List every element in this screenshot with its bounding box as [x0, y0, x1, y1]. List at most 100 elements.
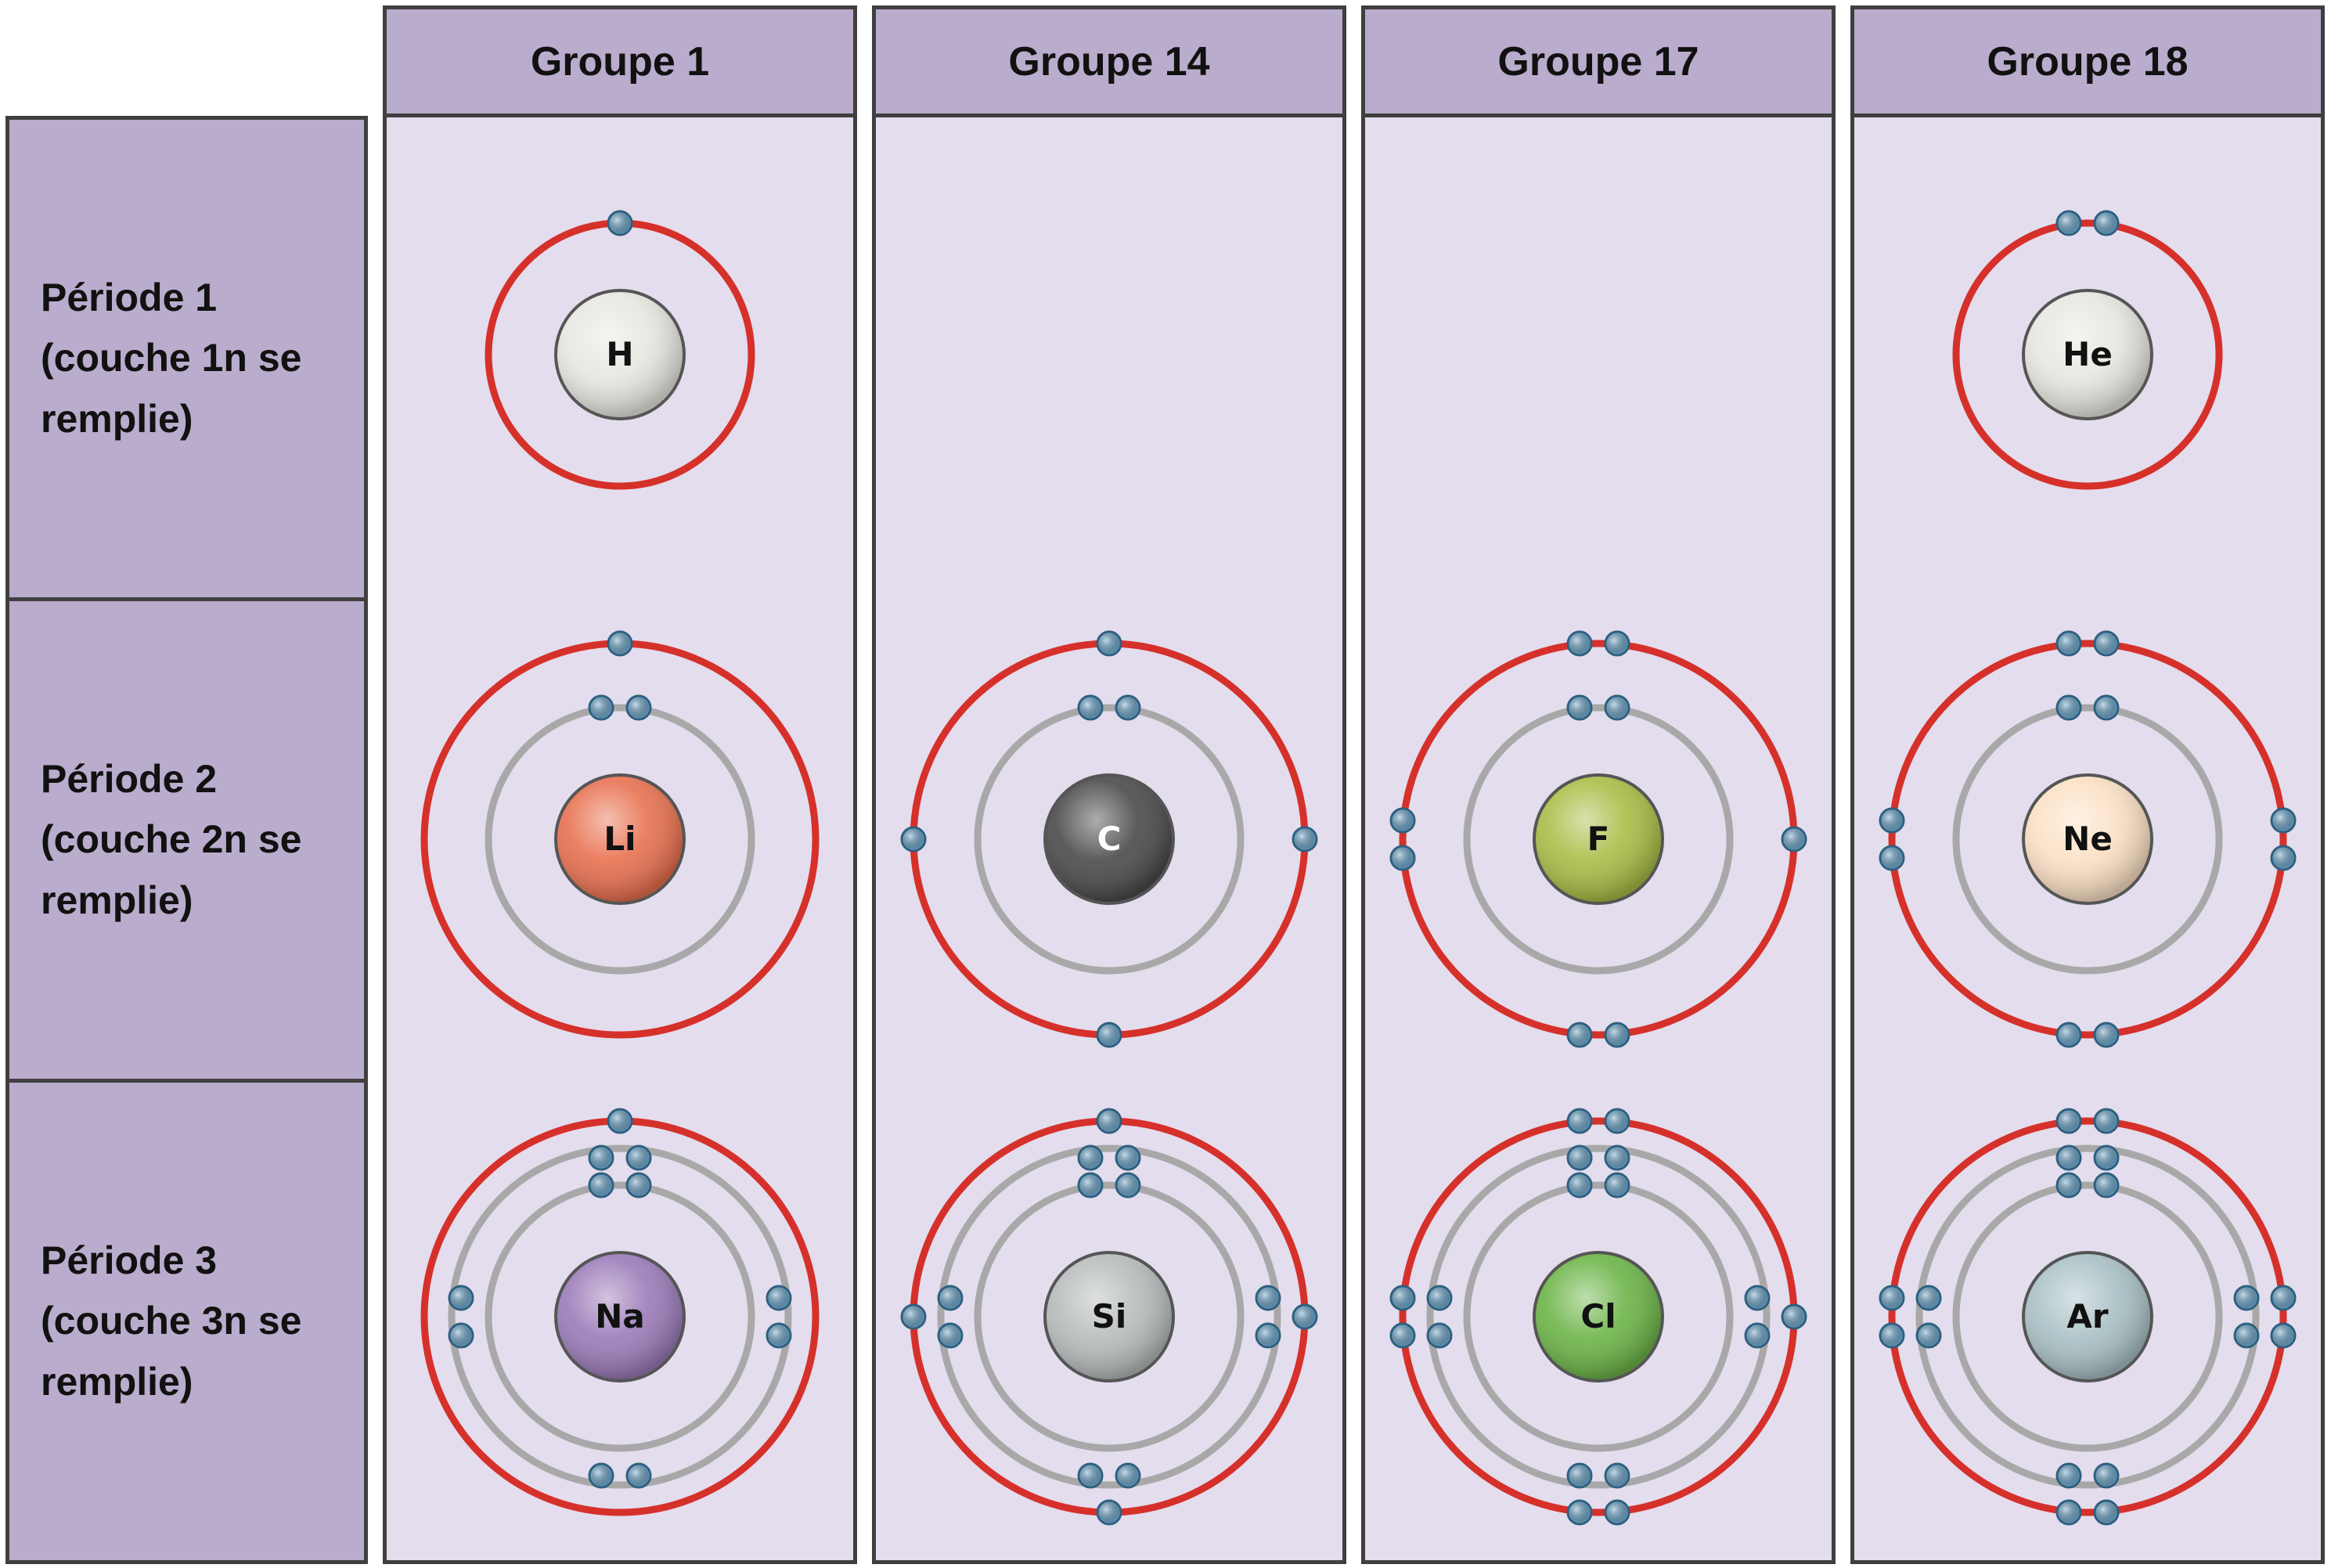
- electron-highlight: [2059, 697, 2079, 718]
- atom-li: Li: [420, 630, 820, 1039]
- electron-highlight: [2096, 633, 2117, 654]
- atom-he: He: [1952, 210, 2223, 490]
- electron-highlight: [1569, 1025, 1590, 1045]
- nucleus-highlight: [1536, 1254, 1661, 1379]
- inner-shell-ring: [448, 1144, 792, 1489]
- inner-shell-ring: [485, 1181, 755, 1452]
- electron-highlight: [2059, 1025, 2079, 1045]
- electron-highlight: [451, 1288, 471, 1308]
- electron-highlight: [2273, 1325, 2293, 1346]
- electron-highlight: [2273, 1288, 2293, 1308]
- electron-highlight: [591, 1175, 611, 1195]
- electron-highlight: [1784, 1307, 1804, 1327]
- electron-highlight: [903, 1307, 924, 1327]
- electron-highlight: [2059, 1148, 2079, 1168]
- electron-highlight: [1392, 1288, 1413, 1308]
- electron-highlight: [1099, 1502, 1119, 1523]
- nucleus-highlight: [557, 777, 683, 902]
- row-label-line: Période 2: [41, 756, 218, 801]
- inner-shell-ring: [1952, 704, 2223, 975]
- row-label-period-3: Période 3 (couche 3n se remplie): [5, 1079, 368, 1564]
- electron-highlight: [2059, 633, 2079, 654]
- electron-highlight: [2096, 213, 2117, 233]
- electron-highlight: [769, 1325, 789, 1346]
- element-symbol: H: [606, 335, 633, 373]
- electron-highlight: [2059, 213, 2079, 233]
- electron-highlight: [1918, 1288, 1939, 1308]
- valence-shell-ring: [1888, 1117, 2287, 1516]
- electron-highlight: [1258, 1288, 1278, 1308]
- electron-highlight: [1607, 1025, 1627, 1045]
- electron-highlight: [1569, 1502, 1590, 1523]
- electron-highlight: [2096, 1465, 2117, 1486]
- row-label-line: remplie): [41, 1359, 193, 1404]
- electron-highlight: [1569, 1175, 1590, 1195]
- electron-highlight: [769, 1288, 789, 1308]
- electron-highlight: [1569, 1465, 1590, 1486]
- electron-highlight: [2096, 1025, 2117, 1045]
- column-header-group-18: Groupe 18: [1850, 5, 2325, 117]
- electron-highlight: [1569, 1148, 1590, 1168]
- electron-highlight: [1295, 1307, 1315, 1327]
- nucleus-highlight: [2025, 777, 2150, 902]
- atom-ne: Ne: [1879, 630, 2297, 1048]
- inner-shell-ring: [974, 1181, 1245, 1452]
- electron-highlight: [1569, 633, 1590, 654]
- electron-highlight: [2236, 1288, 2257, 1308]
- electron-highlight: [1882, 848, 1902, 868]
- electron-highlight: [1429, 1288, 1450, 1308]
- electron-highlight: [2059, 1465, 2079, 1486]
- row-label-line: remplie): [41, 396, 193, 441]
- valence-shell-ring: [1888, 640, 2287, 1039]
- electron-highlight: [1747, 1325, 1767, 1346]
- electron-highlight: [1118, 697, 1138, 718]
- inner-shell-ring: [1463, 1181, 1734, 1452]
- row-label-line: Période 1: [41, 275, 218, 319]
- electron-highlight: [629, 1175, 649, 1195]
- row-label-line: (couche 2n se: [41, 817, 302, 862]
- element-symbol: Ne: [2063, 820, 2113, 858]
- atom-h: H: [485, 210, 755, 490]
- atom-f: F: [1389, 630, 1807, 1048]
- element-symbol: Li: [603, 820, 636, 858]
- electron-highlight: [2236, 1325, 2257, 1346]
- electron-highlight: [1080, 1148, 1101, 1168]
- electron-highlight: [1607, 1175, 1627, 1195]
- electron-highlight: [2096, 1175, 2117, 1195]
- electron-highlight: [1607, 1148, 1627, 1168]
- electron-highlight: [903, 829, 924, 849]
- electron-highlight: [940, 1288, 960, 1308]
- electron-highlight: [1429, 1325, 1450, 1346]
- electron-highlight: [2059, 1111, 2079, 1131]
- electron-highlight: [1392, 848, 1413, 868]
- electron-highlight: [1099, 1025, 1119, 1045]
- electron-highlight: [2273, 810, 2293, 831]
- electron-highlight: [629, 697, 649, 718]
- element-symbol: Cl: [1580, 1297, 1616, 1336]
- inner-shell-ring: [1915, 1144, 2260, 1489]
- atom-si: Si: [900, 1108, 1318, 1526]
- electron-highlight: [1747, 1288, 1767, 1308]
- electron-highlight: [1295, 829, 1315, 849]
- electron-highlight: [1080, 697, 1101, 718]
- electron-highlight: [629, 1465, 649, 1486]
- electron-highlight: [2096, 1502, 2117, 1523]
- electron-highlight: [1392, 1325, 1413, 1346]
- electron-highlight: [1918, 1325, 1939, 1346]
- element-symbol: Ar: [2066, 1297, 2109, 1336]
- nucleus-highlight: [557, 1254, 683, 1379]
- electron-highlight: [2096, 697, 2117, 718]
- electron-highlight: [1882, 810, 1902, 831]
- element-symbol: F: [1587, 820, 1610, 858]
- nucleus-highlight: [557, 292, 683, 417]
- nucleus-highlight: [1047, 777, 1172, 902]
- electron-highlight: [2273, 848, 2293, 868]
- nucleus-highlight: [1536, 777, 1661, 902]
- nucleus-highlight: [2025, 292, 2150, 417]
- electron-highlight: [1080, 1465, 1101, 1486]
- inner-shell-ring: [485, 704, 755, 975]
- electron-highlight: [629, 1148, 649, 1168]
- column-header-group-1: Groupe 1: [383, 5, 857, 117]
- electron-highlight: [1882, 1325, 1902, 1346]
